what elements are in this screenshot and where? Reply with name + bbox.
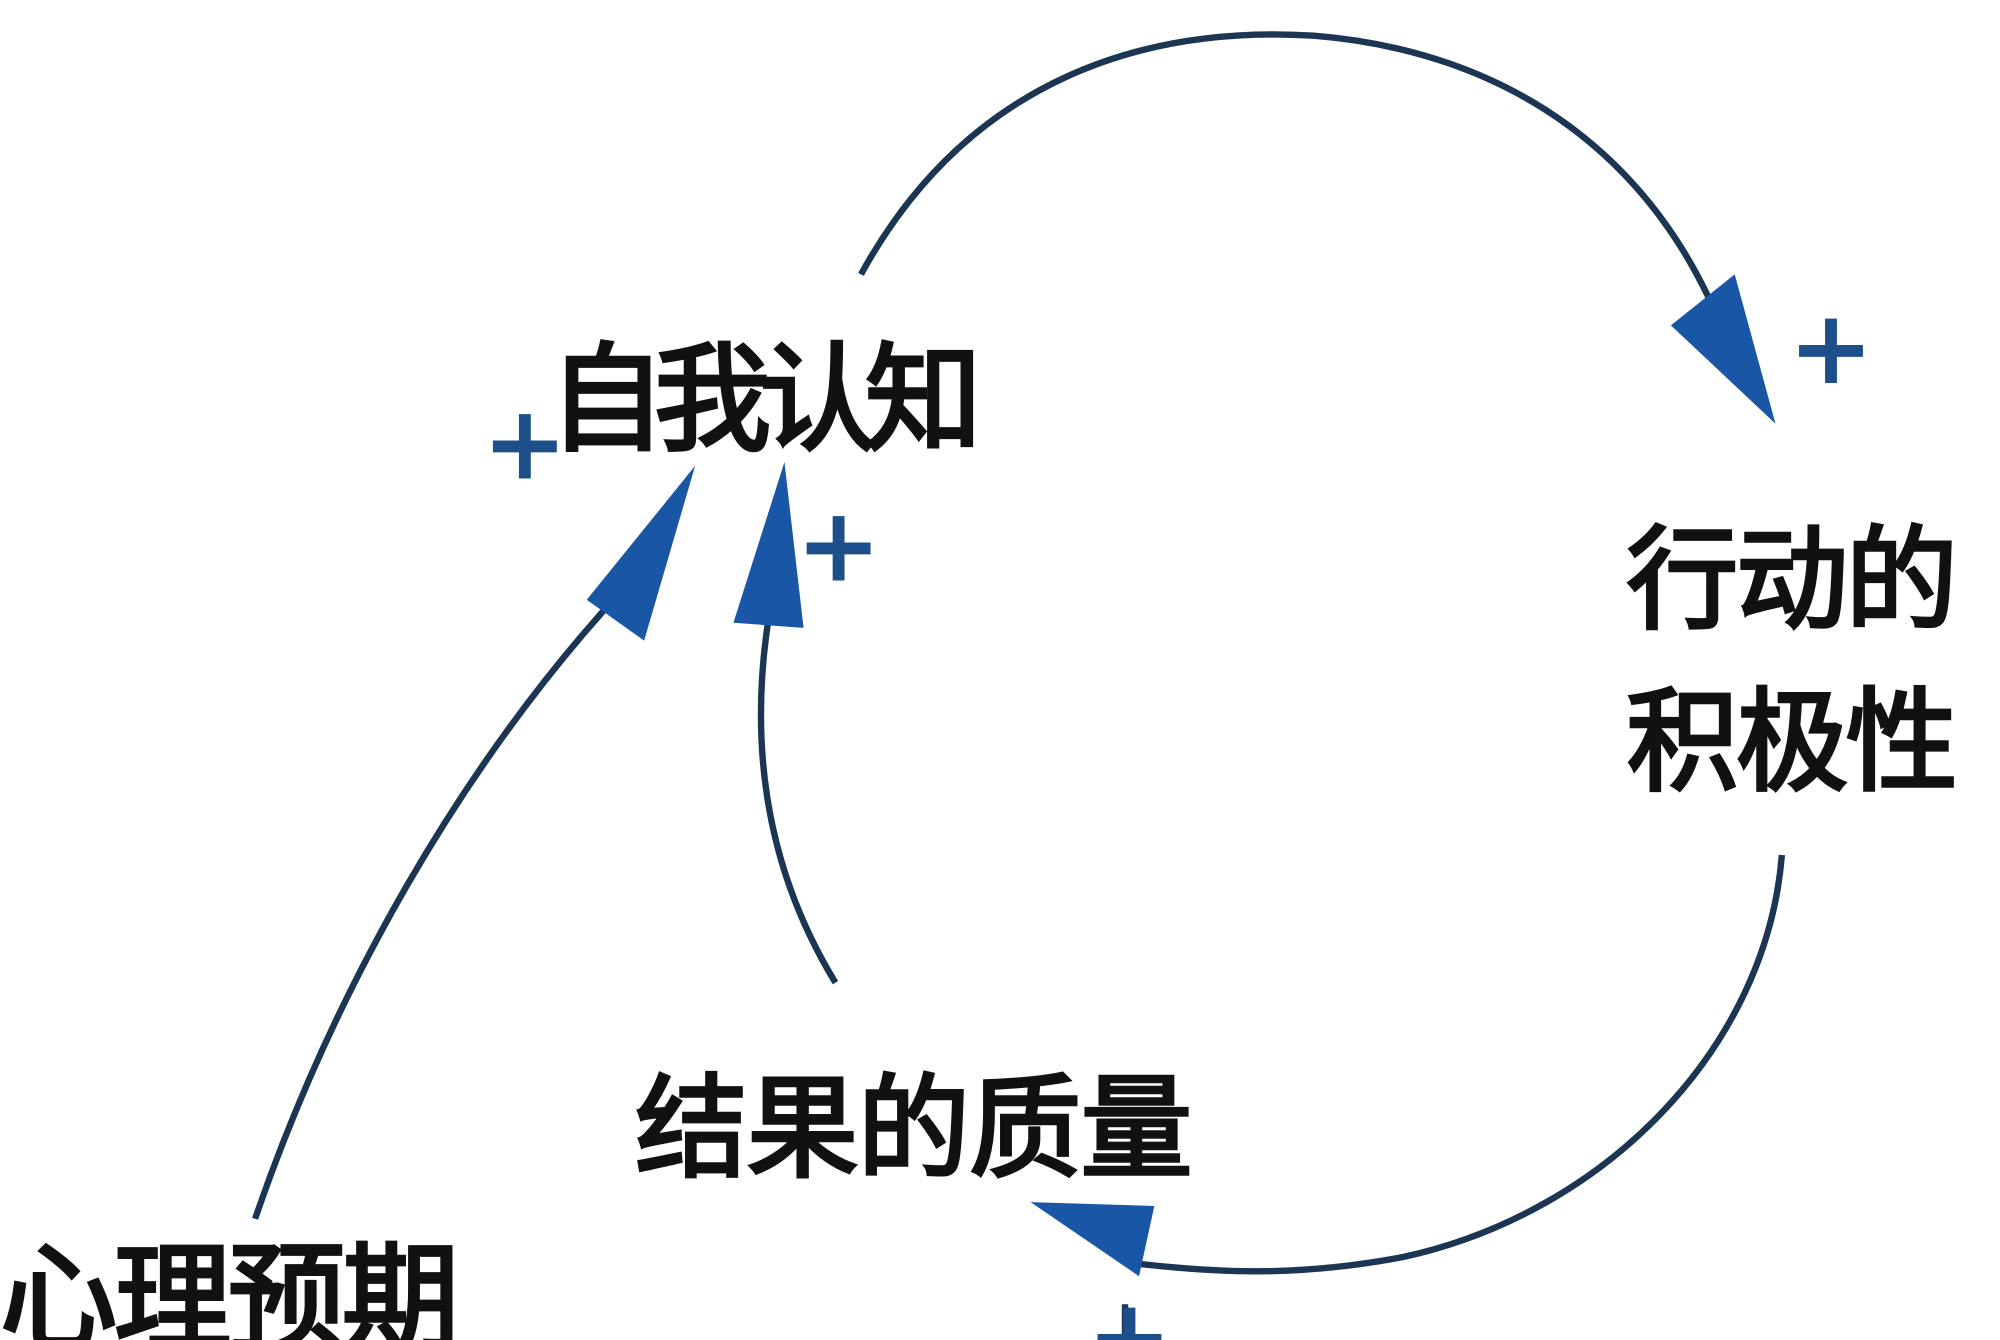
- node-expectation: 心理预期: [0, 1230, 459, 1340]
- link-expectation-to-self: [252, 584, 628, 1220]
- polarity-action-to-result: +: [1087, 1278, 1172, 1340]
- link-self-to-action: [858, 31, 1732, 346]
- arrowhead-self-from-result: [733, 461, 804, 628]
- node-action-line2: 积极性: [1626, 677, 1958, 808]
- link-result-to-self: [757, 599, 839, 985]
- node-action-line1: 行动的: [1626, 515, 1958, 646]
- link-action-to-result: [1134, 854, 1786, 1275]
- arrowhead-self-from-expectation: [586, 465, 696, 641]
- polarity-result-to-self: +: [796, 487, 881, 606]
- node-result-quality: 结果的质量: [635, 1064, 1192, 1195]
- arrowhead-result: [1030, 1202, 1155, 1277]
- polarity-self-to-action: +: [1788, 289, 1873, 408]
- node-self-cognition: 自我认知: [548, 330, 982, 468]
- polarity-expectation-to-self: +: [482, 385, 567, 504]
- arrowhead-action: [1670, 274, 1776, 424]
